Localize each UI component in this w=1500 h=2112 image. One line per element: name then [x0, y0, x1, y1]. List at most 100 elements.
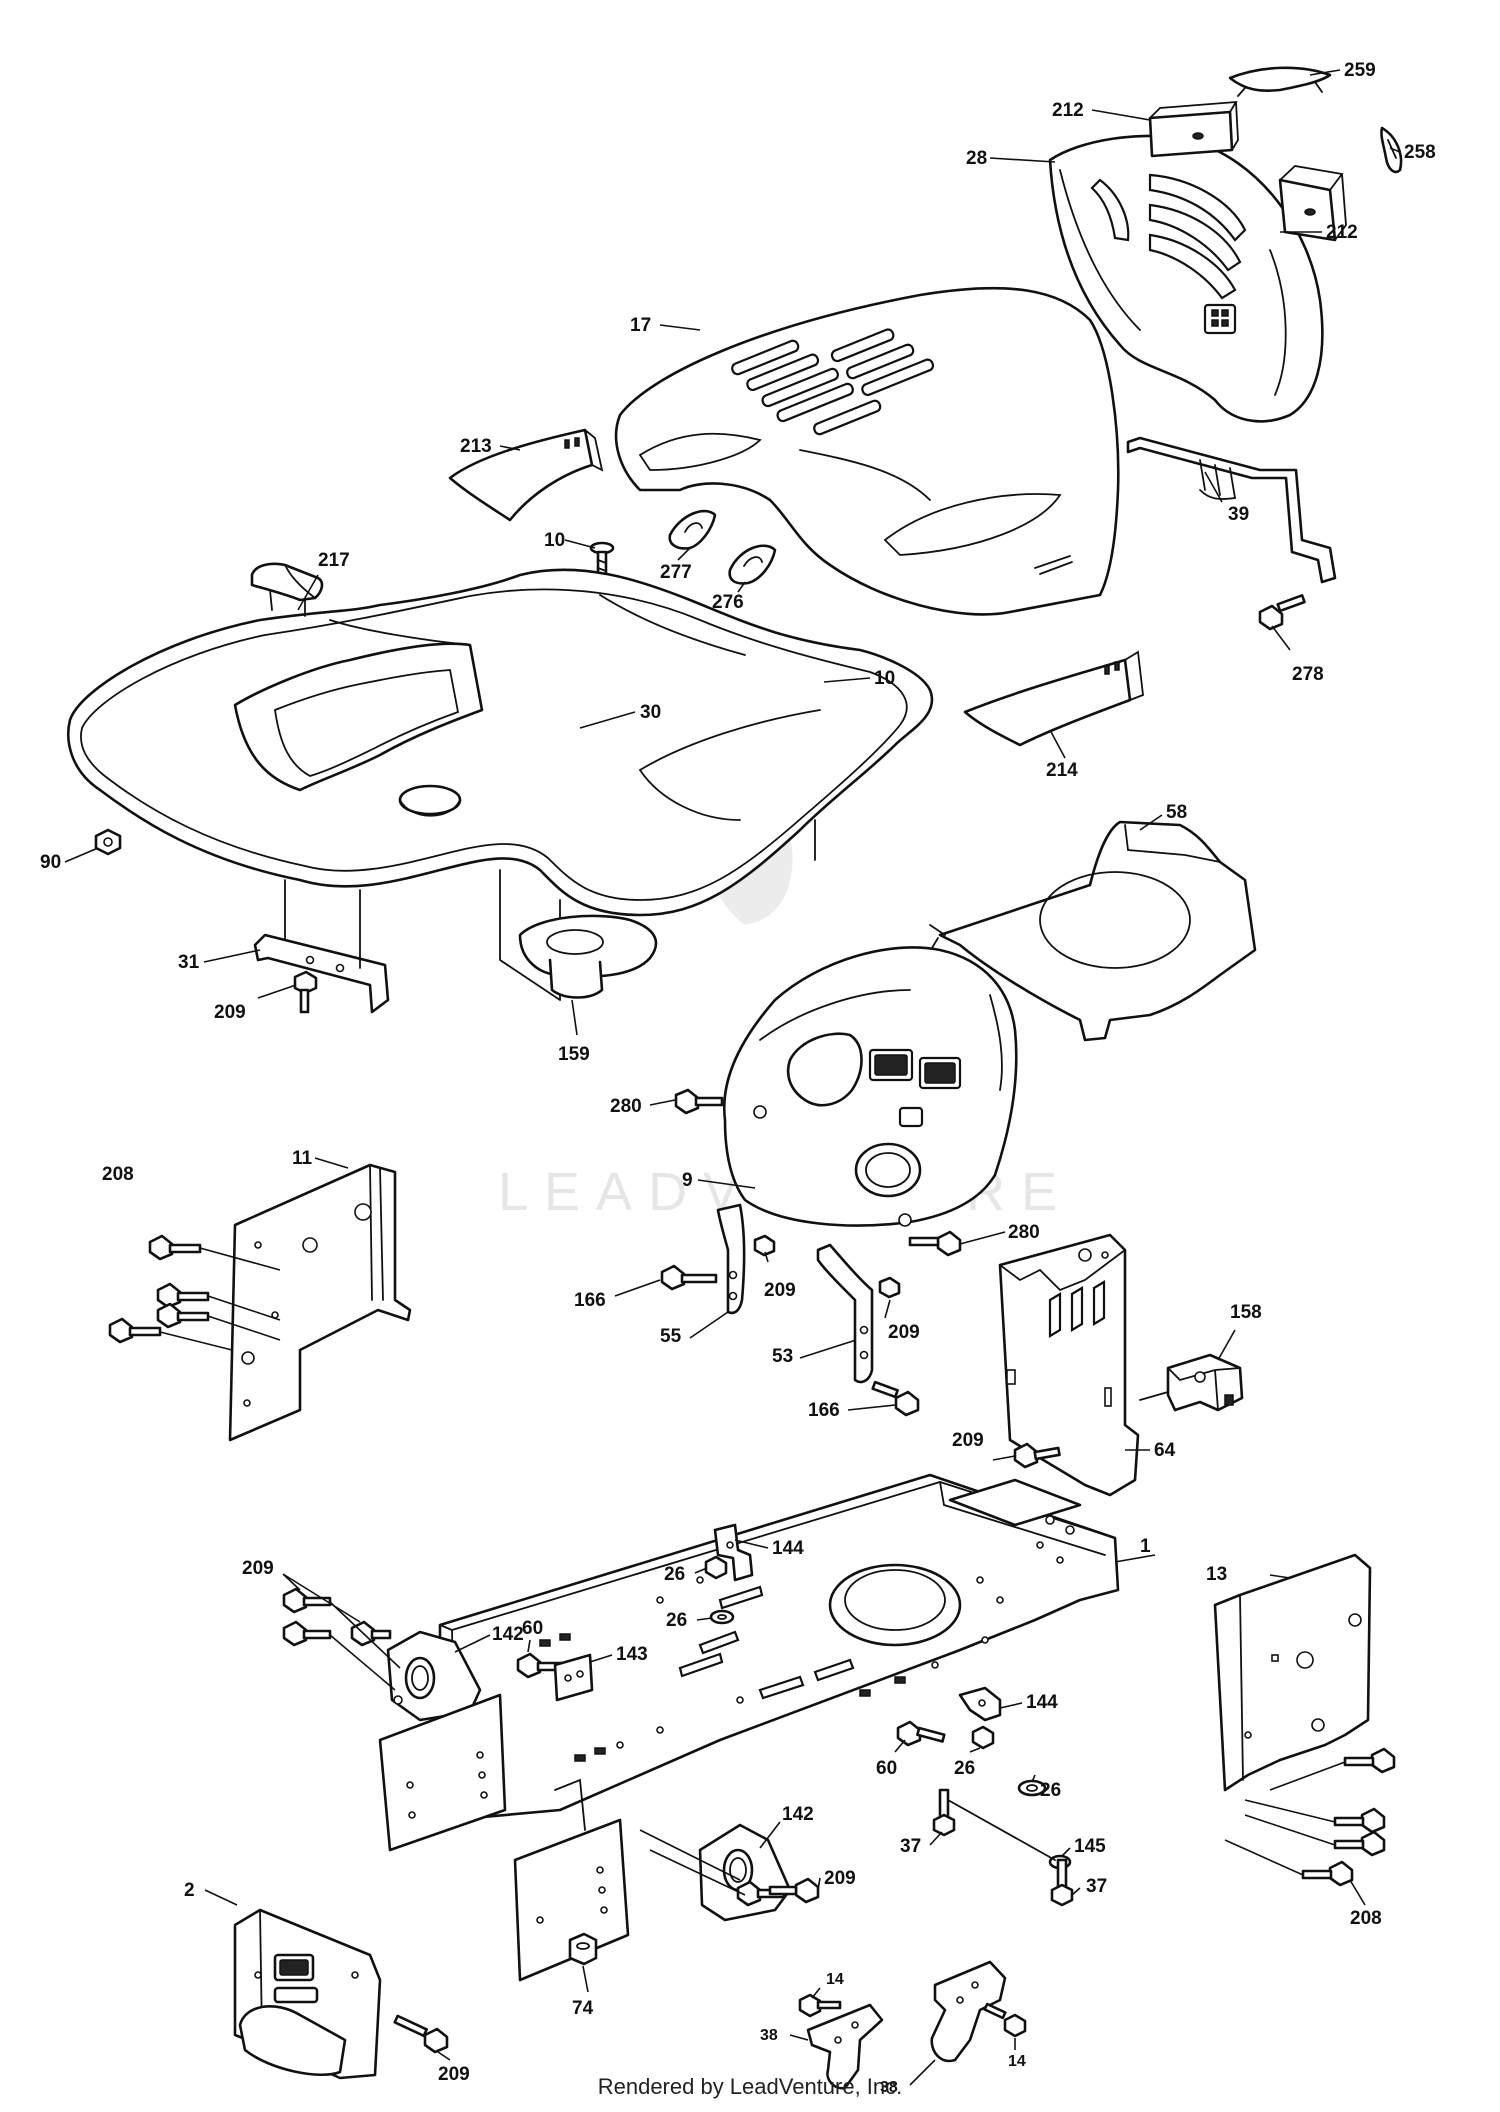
leader-lines — [64, 69, 1401, 2086]
callout-30: 30 — [640, 702, 661, 723]
part-pivot-bracket-a — [386, 1630, 482, 1722]
part-pivot-bracket-b — [698, 1823, 792, 1922]
part-bolt-60-a — [516, 1652, 566, 1679]
part-dash-bracket-left — [716, 1203, 746, 1315]
callout-159: 159 — [558, 1044, 590, 1065]
part-bracket-38-a — [806, 2003, 884, 2090]
part-hood — [614, 286, 1120, 616]
callout-276: 276 — [712, 592, 744, 613]
part-clip-144-b — [958, 1686, 1002, 1722]
callout-144-right: 144 — [1026, 1692, 1058, 1713]
part-side-panel-right — [963, 650, 1144, 747]
part-bolt-166-b — [871, 1380, 920, 1417]
part-bolt-209-a — [293, 970, 318, 1014]
callout-28: 28 — [966, 148, 987, 169]
part-front-plate-b — [513, 1778, 630, 1982]
part-bolt-209-d — [1013, 1442, 1061, 1469]
callout-209-seat: 209 — [214, 1002, 246, 1023]
callout-17: 17 — [630, 315, 651, 336]
callout-26-d: 26 — [1040, 1780, 1061, 1801]
callout-26-c: 26 — [954, 1758, 975, 1779]
callout-labels: 259 212 258 28 212 17 213 39 10 217 277 … — [40, 60, 1436, 2096]
part-bracket-143 — [553, 1653, 594, 1702]
part-bolts-209-f — [639, 1829, 820, 1907]
callout-10-top: 10 — [544, 530, 565, 551]
callout-38-left: 38 — [760, 2027, 778, 2044]
part-bolt-37-b — [1050, 1858, 1074, 1907]
part-washer-145 — [947, 1799, 1072, 1870]
callout-166-right: 166 — [808, 1400, 840, 1421]
callout-142-bottom: 142 — [782, 1804, 814, 1825]
part-nut-26-c — [971, 1725, 995, 1750]
callout-278: 278 — [1292, 664, 1324, 685]
callout-38-right: 38 — [880, 2079, 898, 2096]
callout-213: 213 — [460, 436, 492, 457]
callout-258: 258 — [1404, 142, 1436, 163]
callout-10-mid: 10 — [874, 668, 895, 689]
callout-142-top: 142 — [492, 1624, 524, 1645]
callout-214: 214 — [1046, 760, 1078, 781]
callout-9: 9 — [682, 1170, 693, 1191]
part-seat-latch — [250, 562, 324, 617]
callout-60-left: 60 — [522, 1618, 543, 1639]
callout-31: 31 — [178, 952, 200, 973]
part-emblem — [1380, 126, 1403, 174]
part-fender — [67, 568, 934, 1001]
footer-credit: Rendered by LeadVenture, Inc. — [597, 2074, 903, 2099]
part-seat-bracket — [253, 879, 390, 1014]
part-bolt-278 — [1258, 594, 1306, 631]
callout-58: 58 — [1166, 802, 1187, 823]
callout-74: 74 — [572, 1998, 594, 2019]
callout-60-right: 60 — [876, 1758, 897, 1779]
part-main-frame — [438, 1473, 1120, 1822]
part-side-plate-left — [228, 1163, 412, 1442]
part-bolts-208-a — [108, 1234, 281, 1351]
callout-13: 13 — [1206, 1564, 1227, 1585]
callout-26-b: 26 — [666, 1610, 687, 1631]
callout-55: 55 — [660, 1326, 682, 1347]
part-nut-26-a — [704, 1555, 728, 1580]
callout-2: 2 — [184, 1880, 195, 1901]
callout-37-right: 37 — [1086, 1876, 1107, 1897]
part-grille — [1048, 134, 1324, 423]
callout-14-right: 14 — [1008, 2053, 1026, 2070]
part-clip-144-a — [713, 1523, 754, 1582]
part-bolt-37-a — [932, 1788, 956, 1837]
callout-39: 39 — [1228, 504, 1249, 525]
callout-259: 259 — [1344, 60, 1376, 81]
callout-166-left: 166 — [574, 1290, 606, 1311]
part-side-panel-left — [448, 428, 604, 522]
callout-280-left: 280 — [610, 1096, 642, 1117]
callout-26-a: 26 — [664, 1564, 685, 1585]
callout-280-right: 280 — [1008, 1222, 1040, 1243]
callout-90: 90 — [40, 852, 61, 873]
callout-11: 11 — [292, 1148, 313, 1169]
callout-212-top: 212 — [1052, 100, 1084, 121]
callout-145: 145 — [1074, 1836, 1106, 1857]
part-battery-tray — [929, 820, 1257, 1042]
callout-53: 53 — [772, 1346, 793, 1367]
callout-208-right: 208 — [1350, 1908, 1382, 1929]
callout-208-left: 208 — [102, 1164, 134, 1185]
part-dash-bracket-right — [816, 1243, 874, 1384]
part-lens-top — [1148, 100, 1239, 158]
callout-158: 158 — [1230, 1302, 1262, 1323]
part-nut-209-c — [878, 1276, 901, 1299]
callout-209-frame-left: 209 — [242, 1558, 274, 1579]
callout-1: 1 — [1140, 1536, 1151, 1557]
callout-209-dash-a: 209 — [764, 1280, 796, 1301]
part-dash-panel — [722, 946, 1018, 1227]
callout-14-left: 14 — [826, 1971, 844, 1988]
callout-209-frame-right: 209 — [824, 1868, 856, 1889]
part-bolt-60-b — [896, 1720, 946, 1747]
callout-209-plate: 209 — [952, 1430, 984, 1451]
part-carriage-bolt-a — [589, 541, 615, 590]
callout-209-bumper: 209 — [438, 2064, 470, 2085]
callout-143: 143 — [616, 1644, 648, 1665]
callout-212-side: 212 — [1326, 222, 1358, 243]
callout-209-dash-b: 209 — [888, 1322, 920, 1343]
part-nut-209-b — [753, 1234, 776, 1257]
part-screw-280-a — [674, 1088, 724, 1115]
part-bolts-208-b — [1224, 1747, 1396, 1887]
